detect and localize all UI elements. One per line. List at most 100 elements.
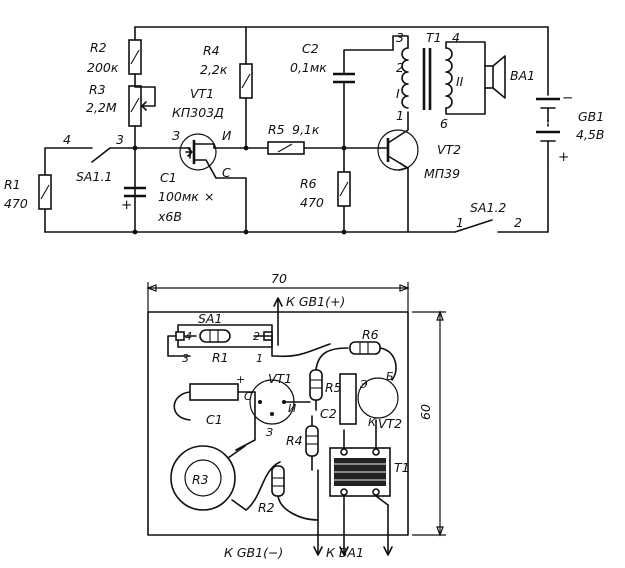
c1-board-label: C1 (206, 412, 223, 427)
gb1-minus: − (562, 90, 573, 106)
to-ba1: К ВА1 (326, 545, 364, 560)
vt2-type: МП39 (424, 166, 460, 181)
t1-pin1: 1 (396, 108, 404, 123)
schematic-diagram: R2 200к R3 2,2М R4 2,2к VT1 КП303Д З И С… (4, 26, 604, 235)
vt1-pin-i: И (222, 128, 232, 143)
r3-value: 2,2М (86, 100, 117, 115)
capacitor-c1-board (189, 383, 239, 401)
t1-pin4: 4 (452, 30, 460, 45)
sa11-pin3: 3 (116, 132, 124, 147)
c2-name: C2 (302, 41, 319, 56)
vt1-board-z: З (266, 426, 273, 439)
board-layout: 70 60 К GB1(+) К GB1(−) К ВА1 SA1 4 2 (146, 271, 446, 560)
resistor-r4-board (305, 425, 319, 457)
r5-name: R5 (268, 122, 285, 137)
height-dimension: 60 (418, 404, 433, 420)
r1-value: 470 (4, 196, 28, 211)
c1-plus: + (121, 197, 132, 213)
speaker-ba1 (484, 55, 506, 99)
resistor-r5-board (309, 369, 323, 401)
transformer-t1 (392, 35, 486, 115)
pin3-label: 3 (182, 352, 189, 365)
pin2-label: 2 (253, 330, 260, 343)
battery-gb1 (536, 97, 560, 161)
r2-board-label: R2 (258, 500, 275, 515)
c1-rating: х6В (157, 209, 182, 224)
r1-board-label: R1 (212, 350, 229, 365)
t1-winding2: II (456, 74, 464, 89)
potentiometer-r3 (128, 85, 156, 127)
c1-name: C1 (160, 170, 177, 185)
vt2-board-b: Б (386, 370, 394, 383)
to-gb1-plus: К GB1(+) (286, 294, 345, 309)
t1-pin6: 6 (440, 116, 448, 131)
sa11-contact (91, 147, 111, 163)
t1-board-label: T1 (394, 460, 410, 475)
c2-board-label: C2 (320, 406, 337, 421)
r6-value: 470 (300, 195, 324, 210)
sa12-contact (454, 219, 493, 233)
transistor-vt1 (167, 133, 217, 179)
vt1-board-c: С (244, 390, 252, 403)
resistor-r6-board (349, 341, 381, 355)
vt1-pin-dot (258, 400, 262, 404)
sa11-name: SA1.1 (76, 169, 112, 184)
c2-wire (343, 49, 394, 149)
gb1-value: 4,5В (576, 127, 604, 142)
height-dimension-line (412, 311, 446, 536)
capacitor-c1 (124, 186, 146, 198)
r5-board-label: R5 (325, 380, 342, 395)
vt1-board-i: И (288, 402, 296, 415)
resistor-r5 (267, 141, 305, 155)
junction-dot (132, 229, 138, 235)
vt1-pin-z: З (172, 128, 180, 143)
sa12-pin2: 2 (514, 215, 522, 230)
transistor-vt2-board (357, 377, 399, 419)
vt2-board-label: VT2 (378, 416, 402, 431)
r3-name: R3 (89, 82, 106, 97)
vt1-pin-c: С (222, 165, 231, 180)
resistor-r1 (38, 174, 52, 210)
sa1-pin4-pad (175, 331, 185, 341)
potentiometer-r3-knob (184, 459, 222, 497)
vt1-board-label: VT1 (268, 371, 292, 386)
resistor-r6 (337, 171, 351, 207)
r4-value: 2,2к (200, 62, 228, 77)
r6-name: R6 (300, 176, 317, 191)
junction-dot (341, 229, 347, 235)
c2-value: 0,1мк (290, 60, 327, 75)
r6-board-label: R6 (362, 327, 379, 342)
capacitor-c2-board (339, 373, 357, 425)
potentiometer-r3-board (170, 445, 236, 511)
t1-name: T1 (426, 30, 442, 45)
pin1-label: 1 (256, 352, 263, 365)
r4-board-label: R4 (286, 433, 303, 448)
transformer-t1-board (329, 447, 391, 497)
ba1-name: ВА1 (510, 68, 535, 83)
vt2-name: VT2 (437, 142, 461, 157)
c1-value: 100мк (158, 189, 199, 204)
vt1-name: VT1 (190, 86, 214, 101)
r5-value: 9,1к (292, 122, 320, 137)
sa11-left-wire (44, 147, 93, 176)
sa12-pin1: 1 (456, 215, 464, 230)
sa12-name: SA1.2 (470, 200, 506, 215)
t1-pin2: 2 (396, 60, 404, 75)
vt1-drain-wire (215, 177, 247, 233)
vt1-type: КП303Д (172, 105, 224, 120)
bottom-rail-right-wire (497, 159, 549, 233)
gb1-name: GB1 (578, 109, 604, 124)
r1-name: R1 (4, 177, 21, 192)
vt2-board-k: К (368, 416, 377, 429)
transistor-vt2 (377, 111, 419, 233)
sa1-label: SA1 (198, 311, 222, 326)
resistor-r2 (128, 39, 142, 75)
c1-board-plus: + (236, 373, 245, 386)
t1-pin3: 3 (396, 30, 404, 45)
resistor-r1-board (199, 329, 231, 343)
pin4-label: 4 (185, 330, 192, 343)
sa11-pin4: 4 (63, 132, 71, 147)
to-gb1-minus: К GB1(−) (224, 545, 283, 560)
